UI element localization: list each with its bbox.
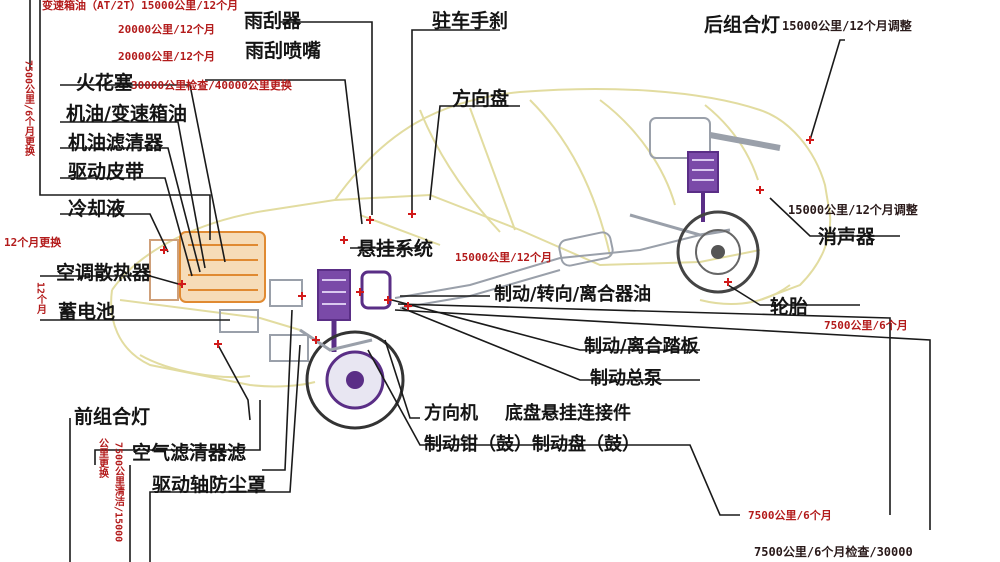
note-nozzle-service: 20000公里/12个月 [118,50,215,63]
label-battery: 蓄电池 [58,301,116,323]
note-coolant-side: 12个月更换 [4,236,62,249]
label-tires: 轮胎 [770,296,809,318]
note-muffler-service: 15000公里/12个月调整 [788,203,918,217]
front-suspension [299,269,405,430]
label-drive-belt: 驱动皮带 [68,161,145,183]
vnote-bottom-1: 公里更换 [96,438,108,478]
label-washer-nozzle: 雨刮喷嘴 [245,40,322,62]
note-caliper-service: 7500公里/6个月 [748,509,832,522]
vnote-left-1: 7500公里/6个月更换 [22,60,34,157]
engine-bay [149,231,309,362]
car-body-outline [110,88,832,388]
label-steering-gear: 方向机 [424,403,478,424]
note-top-cut: 变速箱油（AT/2T）15000公里/12个月 [42,0,239,12]
label-engine-oil: 机油/变速箱油 [66,103,187,125]
note-rear-lights-service: 15000公里/12个月调整 [782,19,912,33]
label-parking-brake: 驻车手刹 [432,10,509,32]
inspection-markers [160,136,814,348]
note-tire-service: 7500公里/6个月 [824,319,908,332]
label-air-filter: 空气滤清器滤 [132,442,247,464]
label-coolant: 冷却液 [68,198,126,220]
label-brake-master-pump: 制动总泵 [590,368,662,389]
label-brake-clutch-pedal: 制动/离合踏板 [584,336,699,357]
label-cv-boot: 驱动轴防尘罩 [152,474,267,496]
label-steering-wheel: 方向盘 [452,88,510,110]
vnote-bottom-2: 7500公里清洁/15000 [112,442,124,543]
note-wiper-service: 20000公里/12个月 [118,23,215,36]
label-chassis-joints: 底盘悬挂连接件 [505,403,631,424]
label-oil-filter: 机油滤清器 [68,132,164,154]
label-spark-plug: 火花塞 [76,72,134,94]
label-wiper: 雨刮器 [244,10,302,32]
note-bottom-service: 7500公里/6个月检查/30000 [754,545,913,559]
label-front-lights: 前组合灯 [74,406,151,428]
label-suspension: 悬挂系统 [357,238,434,260]
label-brake-fluid: 制动/转向/离合器油 [494,284,652,305]
note-plug-service: 30000公里检查/40000公里更换 [131,79,292,92]
rear-suspension [629,117,781,294]
label-brake-caliper-disc: 制动钳（鼓）制动盘（鼓） [424,434,640,455]
label-rear-lights: 后组合灯 [704,14,781,36]
label-ac-radiator: 空调散热器 [56,262,152,284]
label-muffler: 消声器 [818,226,876,248]
vnote-left-2: 12个月 [34,282,46,315]
leader-lines [29,0,931,562]
note-suspension-service: 15000公里/12个月 [455,251,552,264]
